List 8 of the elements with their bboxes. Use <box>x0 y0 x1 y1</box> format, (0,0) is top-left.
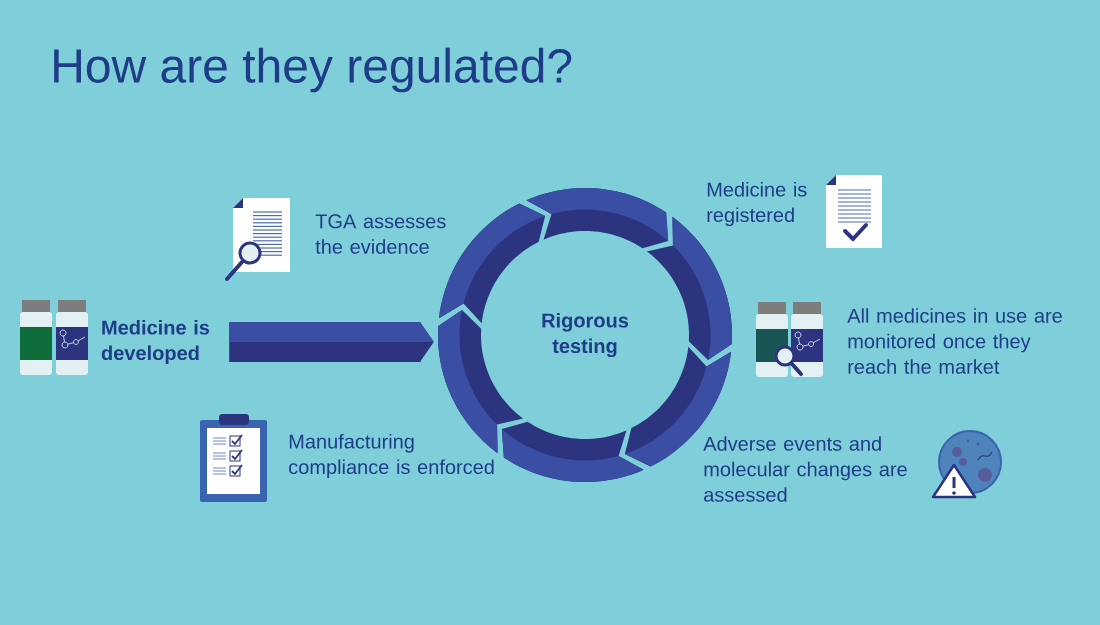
step-caption: Medicine is registered <box>707 181 807 227</box>
title: How are they regulated? <box>54 47 572 93</box>
step-caption: Adverse events and molecular changes are assessed <box>703 436 907 502</box>
step-caption: TGA assesses the evidence <box>315 214 446 254</box>
stage-label: Medicine is developed <box>101 319 210 365</box>
step-caption: Manufacturing compliance is enforced <box>289 433 494 479</box>
node-label: Rigorous testing <box>542 312 629 358</box>
step-caption: All medicines in use are monitored once they reach the market <box>847 308 1062 374</box>
